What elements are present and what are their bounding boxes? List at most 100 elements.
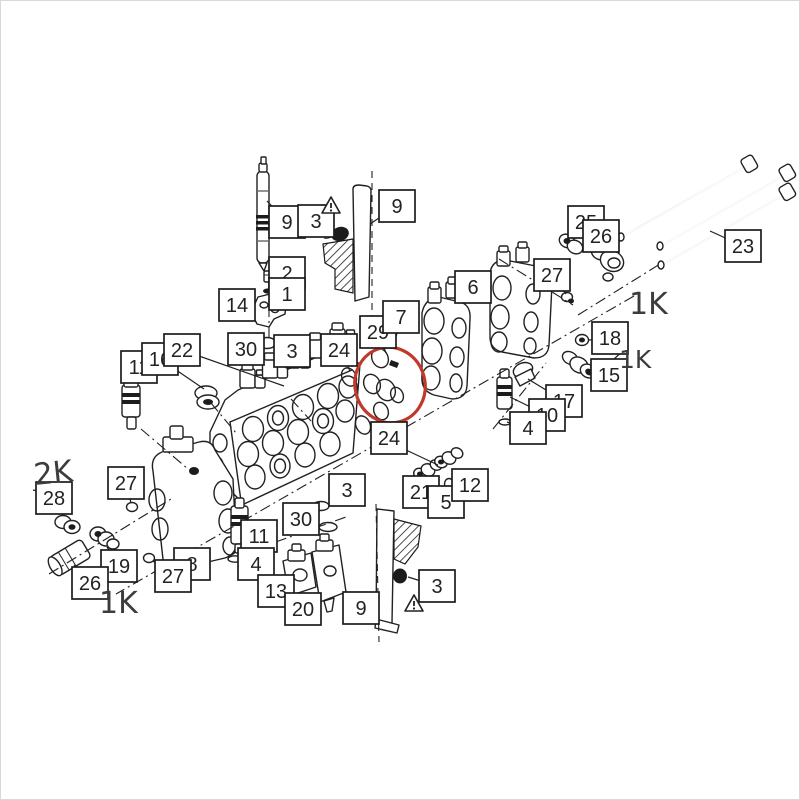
plug-part-28 [54,514,81,535]
callout-number: 28 [43,488,65,510]
callout-26: 26 [71,566,109,600]
broken-section-hatch-top [322,238,354,294]
callout-14: 14 [218,288,256,322]
spool-part-9 [256,156,270,272]
tie-rod-bolts [617,154,797,270]
callout-number: 3 [310,211,321,233]
callout-6: 6 [454,270,492,304]
callout-labels: 9392114303242971116222526232761815171042… [35,189,762,626]
callout-number: 12 [459,475,481,497]
construction-line [140,428,189,470]
callout-4: 4 [509,411,547,445]
callout-number: 4 [522,418,533,440]
callout-number: 9 [391,196,402,218]
callout-22: 22 [163,333,201,367]
plug-part-3-top [331,226,349,242]
callout-21: 21 [402,475,440,509]
construction-line [290,398,312,422]
warning-triangle-icon [321,196,341,214]
callout-1: 1 [268,277,306,311]
valve-part-20 [311,533,347,613]
callout-number: 30 [290,509,312,531]
detent-part-11-top [121,377,141,430]
callout-23: 23 [724,229,762,263]
warning-triangles [321,196,424,612]
callout-7: 7 [382,300,420,334]
fitting-part-12 [434,447,464,469]
callout-20: 20 [284,592,322,626]
callout-number: 13 [265,581,287,603]
callout-number: 9 [281,212,292,234]
callout-3: 3 [418,569,456,603]
callout-number: 18 [599,328,621,350]
callout-number: 1 [281,284,292,306]
callout-9: 9 [342,591,380,625]
callout-number: 8 [186,554,197,576]
callout-30: 30 [282,502,320,536]
callout-27: 27 [107,466,145,500]
callout-3: 3 [273,334,311,368]
callout-number: 3 [286,341,297,363]
seal-kit-highlight-circle [353,345,427,425]
callout-number: 24 [378,428,400,450]
callout-18: 18 [591,321,629,355]
callout-27: 27 [533,258,571,292]
callout-number: 7 [395,307,406,329]
callout-number: 3 [431,576,442,598]
annotation-2K: 2K [32,454,76,493]
callout-24: 24 [320,333,358,367]
seal-stack-part-16 [194,385,220,410]
plug-part-3-bottom [393,568,407,584]
annotation-1K: 1K [619,345,652,374]
callout-number: 21 [410,482,432,504]
callout-number: 26 [79,573,101,595]
callout-number: 19 [108,556,130,578]
callout-number: 15 [598,365,620,387]
callout-number: 30 [235,339,257,361]
callout-28: 28 [35,481,73,515]
hand-annotations: 2K 1K 1K 1K [32,287,669,621]
callout-number: 6 [467,277,478,299]
construction-line [210,402,237,434]
broken-section-hatch-bottom [393,518,422,565]
callout-number: 26 [590,226,612,248]
callout-number: 14 [226,295,248,317]
nut-part-27-lower [142,552,156,564]
construction-line [492,362,547,430]
callout-number: 27 [162,566,184,588]
callout-19: 19 [100,549,138,583]
nut-part-27-upper [125,501,139,513]
annotation-1K: 1K [99,586,139,621]
warning-triangle-icon [404,594,424,612]
annotation-1K: 1K [629,287,669,322]
callout-number: 9 [355,598,366,620]
callout-number: 22 [171,340,193,362]
callout-3: 3 [328,473,366,507]
callout-27: 27 [154,559,192,593]
end-plate-bottom [374,508,422,634]
construction-line [577,263,661,316]
callout-3: 3 [297,204,335,238]
callout-number: 5 [440,492,451,514]
fitting-part-19 [89,526,120,550]
callout-26: 26 [582,219,620,253]
plug-part-27-right-core [568,298,574,304]
callout-24: 24 [370,421,408,455]
callout-15: 15 [590,358,628,392]
callout-number: 3 [341,480,352,502]
callout-number: 27 [115,473,137,495]
callout-number: 23 [732,236,754,258]
callout-13: 13 [257,574,295,608]
callout-30: 30 [227,332,265,366]
callout-9: 9 [378,189,416,223]
construction-line [48,498,172,575]
callout-11: 11 [240,519,278,553]
callout-number: 27 [541,265,563,287]
callout-number: 20 [292,599,314,621]
valve-body-center-right [421,276,471,400]
construction-line [405,449,439,466]
callout-12: 12 [451,468,489,502]
callout-number: 24 [328,340,350,362]
